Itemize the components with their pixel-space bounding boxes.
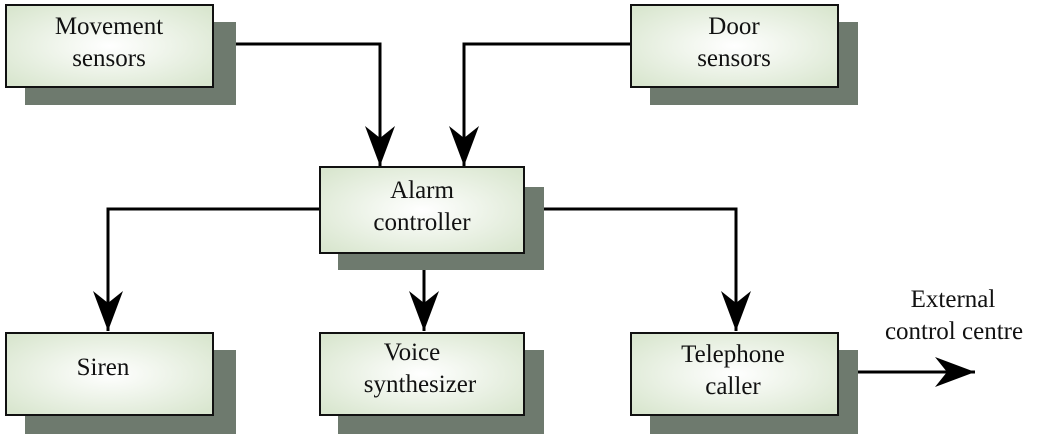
connectors <box>93 28 975 387</box>
box-alarm-controller: Alarm controller <box>319 166 544 270</box>
arrow-movement-to-controller <box>173 29 395 166</box>
arrow-door-to-controller <box>449 28 671 166</box>
box-body <box>630 332 839 416</box>
box-body <box>319 166 525 254</box>
box-body <box>319 332 525 416</box>
box-door-sensors: Door sensors <box>630 4 858 105</box>
box-body <box>5 4 214 88</box>
box-label-line2: sensors <box>697 45 771 72</box>
box-label-line2: caller <box>705 373 761 400</box>
box-label-line1: Movement <box>55 13 163 40</box>
arrow-controller-to-telephone <box>484 194 751 331</box>
box-movement-sensors: Movement sensors <box>5 4 236 105</box>
box-label-line1: Alarm <box>390 177 454 204</box>
box-body <box>630 4 839 88</box>
box-label-line1: Voice <box>384 339 440 366</box>
box-label-line2: sensors <box>72 45 146 72</box>
box-body <box>5 332 214 416</box>
box-label-line2: controller <box>373 209 471 236</box>
external-label-line1: External <box>911 286 996 313</box>
box-label-line1: Door <box>708 13 760 40</box>
external-label-line2: control centre <box>885 318 1023 345</box>
box-label-line2: synthesizer <box>364 371 477 398</box>
box-label-line1: Telephone <box>681 341 785 368</box>
external-control-centre-label: External control centre <box>885 286 1023 345</box>
box-siren: Siren <box>5 332 236 434</box>
box-telephone-caller: Telephone caller <box>630 332 858 434</box>
box-label-line1: Siren <box>77 354 130 381</box>
arrow-controller-to-siren <box>93 194 360 331</box>
box-voice-synthesizer: Voice synthesizer <box>319 332 544 434</box>
